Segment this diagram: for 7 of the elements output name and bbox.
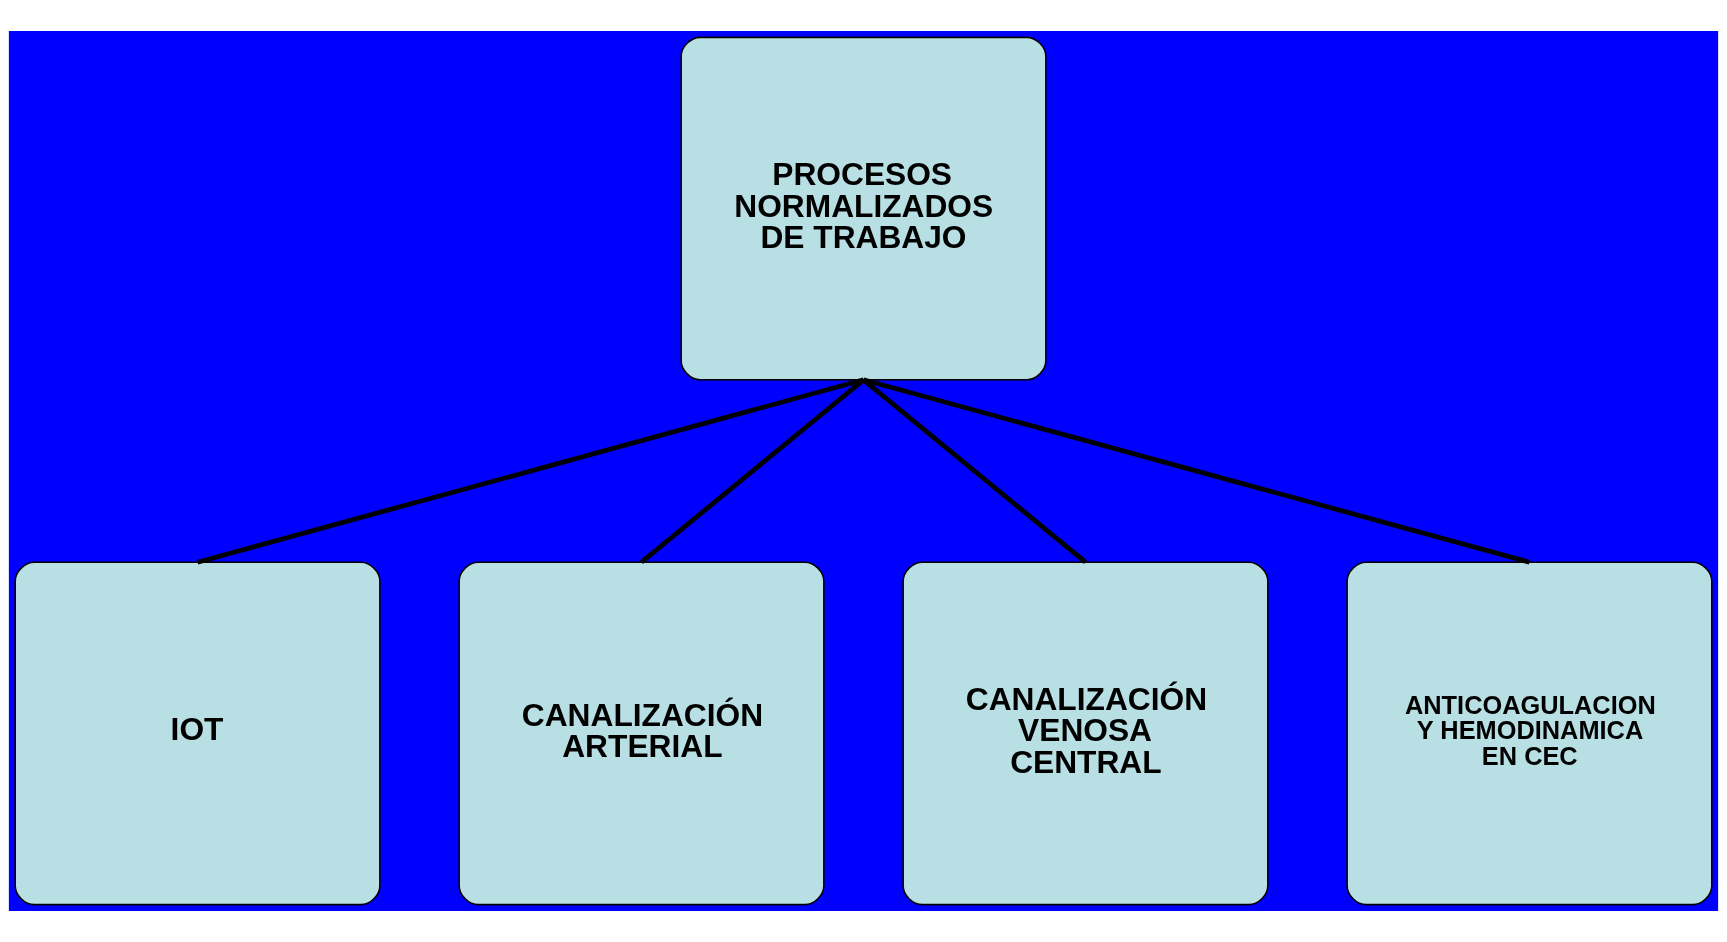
connector [862, 377, 1531, 565]
node-box: CANALIZACIÓN VENOSA CENTRAL [902, 561, 1269, 906]
node-box: ANTICOAGULACION Y HEMODINAMICA EN CEC [1346, 561, 1713, 906]
connector [196, 377, 865, 565]
node-box: IOT [14, 561, 381, 906]
node-box: PROCESOS NORMALIZADOS DE TRABAJO [680, 36, 1047, 381]
node-box: CANALIZACIÓN ARTERIAL [458, 561, 825, 906]
